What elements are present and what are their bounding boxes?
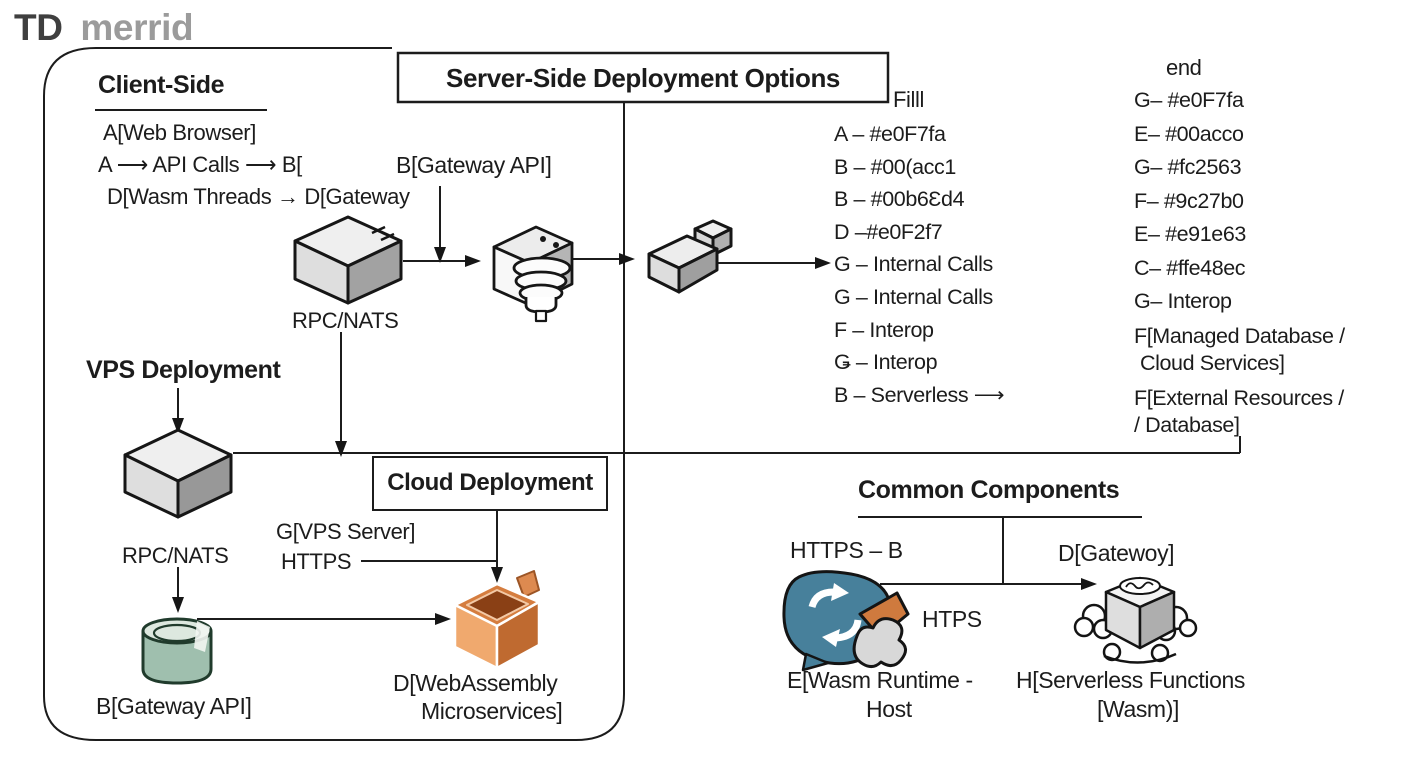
fill-list-item: G – Internal Calls	[834, 284, 993, 309]
server-side-heading: Server-Side Deployment Options	[446, 63, 840, 93]
rpc-nats-cube-icon	[293, 215, 403, 305]
server-side-box	[396, 51, 890, 104]
common-components-heading: Common Components	[858, 476, 1120, 504]
wasm-box-label-2: Microservices]	[421, 698, 563, 724]
client-container-border	[43, 47, 625, 741]
rpc-nats-left-label: RPC/NATS	[122, 543, 229, 568]
webassembly-box-icon	[453, 570, 541, 670]
gateway-api-bottom-label: B[Gateway API]	[96, 693, 252, 719]
wasm-runtime-icon	[782, 570, 910, 672]
gateway-db-cylinder-icon	[141, 617, 213, 685]
title-prefix: TD	[14, 7, 63, 48]
cloud-deployment-box	[372, 456, 608, 511]
connector-lines	[43, 47, 1241, 741]
client-line-wasm-threads: D[Wasm Threads → D[Gateway	[107, 184, 410, 209]
rpc-nats-top-label: RPC/NATS	[292, 308, 399, 333]
module-cube-icon	[647, 219, 733, 294]
fill-list-item: F – Interop	[834, 317, 934, 342]
end-list-item: F– #9c27b0	[1134, 188, 1244, 213]
wasm-runtime-label-2: Host	[866, 696, 912, 722]
fill-list: A – #e0F7fa B – #00(acc1 B – #00b6Ɛd4 D –#e…	[834, 122, 1005, 415]
end-list-item: C– #ffe48ec	[1134, 255, 1246, 280]
vps-cube-icon	[123, 428, 233, 519]
client-line-web-browser: A[Web Browser]	[103, 120, 256, 145]
serverless-label-1: H[Serverless Functions	[1016, 667, 1245, 693]
gateway-api-top-label: B[Gateway API]	[396, 152, 552, 178]
end-list-item: E– #00acco	[1134, 121, 1244, 146]
end-list-item: / Database]	[1134, 412, 1240, 437]
end-list-item: E– #e91e63	[1134, 222, 1246, 246]
serverless-functions-icon	[1073, 576, 1198, 664]
fill-list-item: B – Serverless ⟶	[834, 382, 1005, 407]
fill-list-item: G – Internal Calls	[834, 252, 993, 277]
fill-list-item: Ǥ – Interop	[834, 350, 938, 375]
queue-box-icon	[492, 225, 574, 323]
diagram-title: TD merrid	[14, 7, 194, 49]
wasm-box-label-1: D[WebAssembly	[393, 670, 558, 696]
end-list-item: F[External Resources /	[1134, 385, 1344, 410]
end-list-item: G– Interop	[1134, 289, 1232, 313]
fill-list-item: A – #e0F7fa	[834, 122, 946, 146]
cloud-deployment-heading: Cloud Deployment	[387, 469, 593, 496]
vps-server-label: G[VPS Server]	[276, 519, 416, 544]
end-list-item: G– #e0F7fa	[1134, 88, 1244, 112]
https-b-label: HTTPS – B	[790, 537, 903, 563]
https-label: HTTPS	[281, 549, 352, 574]
client-line-api-calls: A ⟶ API Calls ⟶ B[	[98, 152, 302, 177]
fill-list-item: B – #00b6Ɛd4	[834, 187, 965, 212]
title-name: merrid	[80, 7, 194, 48]
vps-deployment-heading: VPS Deployment	[86, 356, 281, 384]
end-list-item: F[Managed Database /	[1134, 323, 1345, 348]
end-list-item: G– #fc2563	[1134, 155, 1242, 179]
client-side-heading: Client-Side	[98, 71, 225, 99]
fill-list-heading: Filll	[893, 87, 924, 112]
wasm-runtime-label-1: E[Wasm Runtime -	[787, 667, 973, 693]
serverless-label-2: [Wasm)]	[1097, 696, 1179, 722]
fill-list-item: B – #00(acc1	[834, 154, 956, 179]
gateway-common-label: D[Gatewoy]	[1058, 540, 1175, 566]
htps-label: HTPS	[922, 606, 982, 632]
end-list: G– #e0F7fa E– #00acco G– #fc2563 F– #9c27b0…	[1134, 88, 1345, 440]
end-list-item: Cloud Services]	[1140, 350, 1285, 375]
end-list-heading: end	[1166, 55, 1202, 80]
fill-list-item: D –#e0F2f7	[834, 219, 943, 244]
